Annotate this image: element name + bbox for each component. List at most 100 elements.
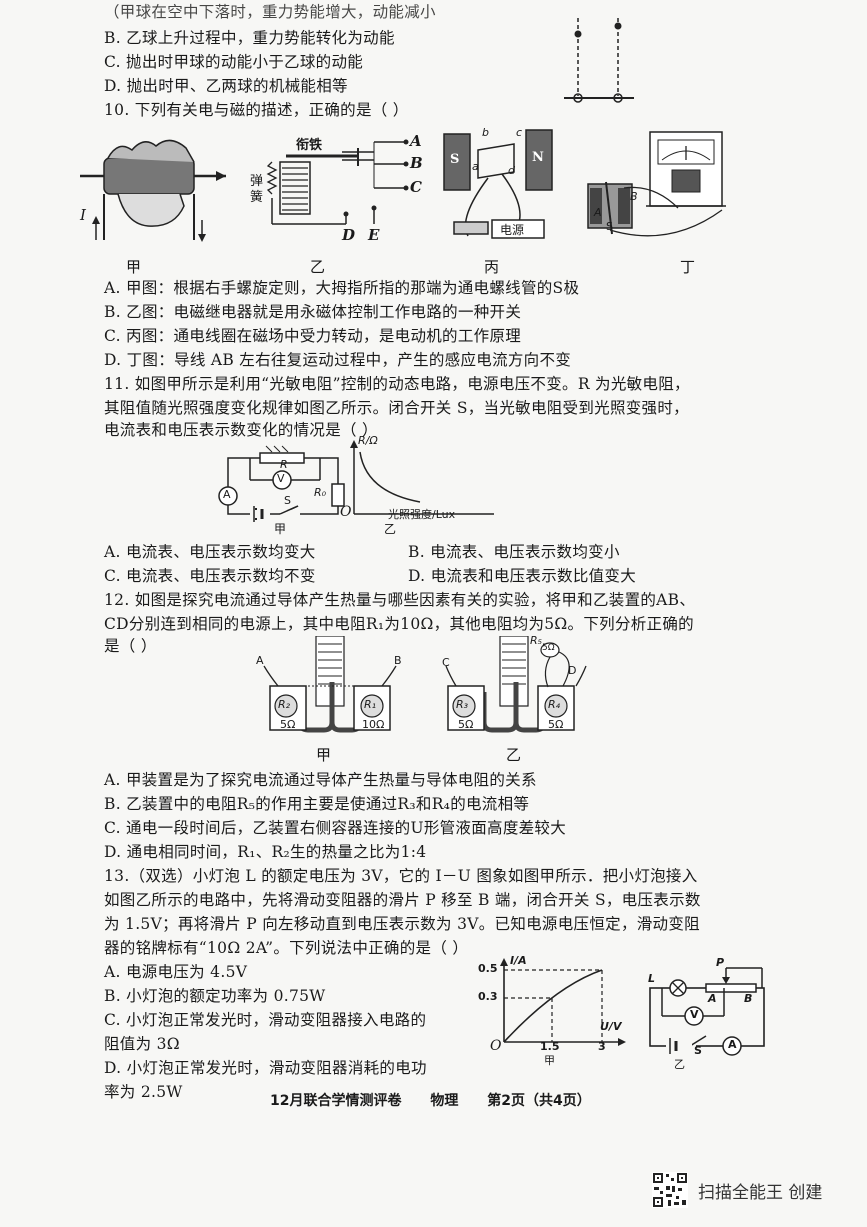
q13-graph-jia-label: 甲 bbox=[544, 1054, 555, 1067]
q11-jia-label: 甲 bbox=[274, 522, 287, 536]
q12-yi-label: 乙 bbox=[506, 746, 522, 764]
q13-circuit-voltmeter: V bbox=[690, 1008, 699, 1021]
footer-exam-name: 12月联合学情测评卷 bbox=[270, 1093, 402, 1109]
q13-circuit-yi-label: 乙 bbox=[674, 1058, 685, 1071]
scanner-watermark-text: 扫描全能王 创建 bbox=[698, 1182, 823, 1203]
q13-circuit-ammeter: A bbox=[728, 1038, 737, 1051]
q12-yi-r5-label: R₅ bbox=[530, 634, 543, 647]
q12-yi-r4-label: R₄ bbox=[548, 698, 561, 711]
q13-circuit-lamp-label: L bbox=[648, 972, 656, 985]
q10-magnet-n: N bbox=[532, 150, 544, 165]
q10-figure-ding: A B S bbox=[584, 126, 734, 246]
q11-r0-label: R₀ bbox=[314, 486, 327, 499]
q10-wire-a: A bbox=[594, 206, 602, 219]
q12-stem-1: 12. 如图是探究电流通过导体产生热量与哪些因素有关的实验，将甲和乙装置的AB、 bbox=[104, 591, 696, 609]
q13-stem-1: 13.（双选）小灯泡 L 的额定电压为 3V，它的 I－U 图象如图甲所示．把小… bbox=[104, 867, 698, 885]
q12-option-d: D. 通电相同时间，R₁、R₂生的热量之比为1:4 bbox=[104, 843, 427, 861]
page-footer: 12月联合学情测评卷 物理 第2页（共4页） bbox=[270, 1090, 615, 1110]
footer-subject: 物理 bbox=[430, 1093, 459, 1109]
q12-jia-terminal-b: B bbox=[394, 654, 402, 667]
q11-stem-1: 11. 如图甲所示是利用“光敏电阻”控制的动态电路，电源电压不变。R 为光敏电阻… bbox=[104, 375, 690, 393]
qr-code-icon bbox=[652, 1172, 688, 1208]
q10-option-c: C. 丙图：通电线圈在磁场中受力转动，是电动机的工作原理 bbox=[104, 327, 522, 345]
q12-stem-3: 是（ ） bbox=[104, 637, 157, 655]
q10-coil-d: d bbox=[508, 164, 515, 177]
q10-option-a: A. 甲图：根据右手螺旋定则，大拇指所指的那端为通电螺线管的S极 bbox=[104, 279, 580, 297]
q13-graph-xlabel: U/V bbox=[600, 1020, 622, 1033]
q13-graph-origin: O bbox=[490, 1038, 502, 1054]
q12-option-b: B. 乙装置中的电阻R₅的作用主要是使通过R₃和R₄的电流相等 bbox=[104, 795, 530, 813]
q13-graph-y-03: 0.3 bbox=[478, 990, 498, 1003]
q10-coil-a: a bbox=[472, 160, 479, 173]
q12-yi-r5-value: 5Ω bbox=[542, 643, 555, 653]
q13-circuit-end-a: A bbox=[708, 992, 717, 1005]
q12-jia-label: 甲 bbox=[316, 746, 332, 764]
q10-magnet-s: S bbox=[450, 152, 460, 167]
q12-yi-terminal-c: C bbox=[442, 656, 450, 669]
q13-stem-2: 如图乙所示的电路中，先将滑动变阻器的滑片 P 移至 B 端，闭合开关 S，电压表… bbox=[104, 891, 701, 909]
q12-jia-left-value: 5Ω bbox=[280, 718, 296, 731]
q10-figure-bing: S N b c a d 电源 bbox=[438, 124, 558, 244]
q11-graph-figure: R/Ω O 光照强度/Lux 乙 bbox=[340, 434, 494, 536]
q13-option-c-line-1: C. 小灯泡正常发光时，滑动变阻器接入电路的 bbox=[104, 1011, 427, 1029]
q13-graph-x-3: 3 bbox=[598, 1040, 606, 1053]
q11-voltmeter-label: V bbox=[277, 472, 285, 485]
q9-figure bbox=[560, 14, 640, 106]
q10-coil-b: b bbox=[482, 126, 489, 139]
q11-ammeter-label: A bbox=[223, 488, 231, 501]
q10-option-d: D. 丁图：导线 AB 左右往复运动过程中，产生的感应电流方向不变 bbox=[104, 351, 572, 369]
q10-relay-e: E bbox=[368, 226, 380, 244]
q10-jia-label: 甲 bbox=[126, 258, 142, 276]
q10-ding-s: S bbox=[606, 220, 613, 233]
q11-resistor-r-label: R bbox=[280, 458, 288, 471]
q12-jia-right-resistor: R₁ bbox=[364, 698, 377, 711]
q13-stem-3: 为 1.5V；再将滑片 P 向左移动直到电压表示数为 3V。已知电源电压恒定，滑… bbox=[104, 915, 700, 933]
q10-bing-label: 丙 bbox=[484, 258, 500, 276]
q13-option-d-line-2: 率为 2.5W bbox=[104, 1083, 183, 1101]
q13-option-c-line-2: 阻值为 3Ω bbox=[104, 1035, 180, 1053]
q13-stem-4: 器的铭牌标有“10Ω 2A”。下列说法中正确的是（ ） bbox=[104, 939, 469, 957]
q11-switch-label: S bbox=[284, 494, 291, 507]
q11-option-b: B. 电流表、电压表示数均变小 bbox=[408, 543, 620, 561]
q10-figure-jia: I bbox=[78, 132, 228, 250]
q10-stem: 10. 下列有关电与磁的描述，正确的是（ ） bbox=[104, 101, 409, 119]
q10-relay-d: D bbox=[342, 226, 356, 244]
q13-circuit-end-b: B bbox=[744, 992, 753, 1005]
q11-option-a: A. 电流表、电压表示数均变大 bbox=[104, 543, 316, 561]
q9-partial-line: （甲球在空中下落时，重力势能增大，动能减小 bbox=[104, 3, 436, 21]
q13-option-a: A. 电源电压为 4.5V bbox=[104, 963, 248, 981]
footer-page-number: 第2页（共4页） bbox=[487, 1093, 591, 1109]
q13-graph-x-15: 1.5 bbox=[540, 1040, 560, 1053]
q10-option-b: B. 乙图：电磁继电器就是用永磁体控制工作电路的一种开关 bbox=[104, 303, 522, 321]
q11-stem-3: 电流表和电压表示数变化的情况是（ ） bbox=[104, 421, 378, 439]
q13-iu-graph: I/A 0.5 0.3 O 1.5 3 U/V 甲 bbox=[476, 954, 626, 1067]
q11-option-c: C. 电流表、电压表示数均不变 bbox=[104, 567, 316, 585]
q11-stem-2: 其阻值随光照强度变化规律如图乙所示。闭合开关 S，当光敏电阻受到光照变强时， bbox=[104, 399, 689, 417]
q10-jia-current-label: I bbox=[80, 206, 86, 224]
q13-circuit-figure: L P A B V S A 乙 bbox=[640, 956, 770, 1071]
q13-graph-y-05: 0.5 bbox=[478, 962, 498, 975]
q10-armature-label: 衔铁 bbox=[296, 138, 323, 153]
q10-relay-b: B bbox=[410, 154, 423, 172]
q12-yi-r3-label: R₃ bbox=[456, 698, 469, 711]
q10-spring-label: 弹簧 bbox=[250, 174, 264, 205]
q9-option-c: C. 抛出时甲球的动能小于乙球的动能 bbox=[104, 53, 364, 71]
q12-jia-right-value: 10Ω bbox=[362, 718, 385, 731]
q11-yi-label: 乙 bbox=[384, 522, 397, 536]
q12-stem-2: CD分别连到相同的电源上，其中电阻R₁为10Ω，其他电阻均为5Ω。下列分析正确的 bbox=[104, 615, 694, 633]
q10-ding-label: 丁 bbox=[680, 258, 696, 276]
q11-graph-ylabel: R/Ω bbox=[358, 434, 378, 447]
q13-graph-ylabel: I/A bbox=[510, 954, 527, 967]
q13-option-b: B. 小灯泡的额定功率为 0.75W bbox=[104, 987, 326, 1005]
q12-yi-r4-value: 5Ω bbox=[548, 718, 564, 731]
q10-coil-c: c bbox=[516, 126, 523, 139]
q11-option-d: D. 电流表和电压表示数比值变大 bbox=[408, 567, 637, 585]
q12-yi-terminal-d: D bbox=[568, 664, 577, 677]
q9-option-b: B. 乙球上升过程中，重力势能转化为动能 bbox=[104, 29, 395, 47]
scanner-watermark: 扫描全能王 创建 bbox=[652, 1172, 822, 1208]
q11-graph-origin: O bbox=[340, 504, 352, 520]
q13-circuit-switch: S bbox=[694, 1044, 702, 1057]
q10-battery-label: 电源 bbox=[500, 223, 525, 237]
q12-figure-yi: C D R₅ 5Ω R₃ 5Ω R₄ 5Ω bbox=[440, 634, 590, 736]
